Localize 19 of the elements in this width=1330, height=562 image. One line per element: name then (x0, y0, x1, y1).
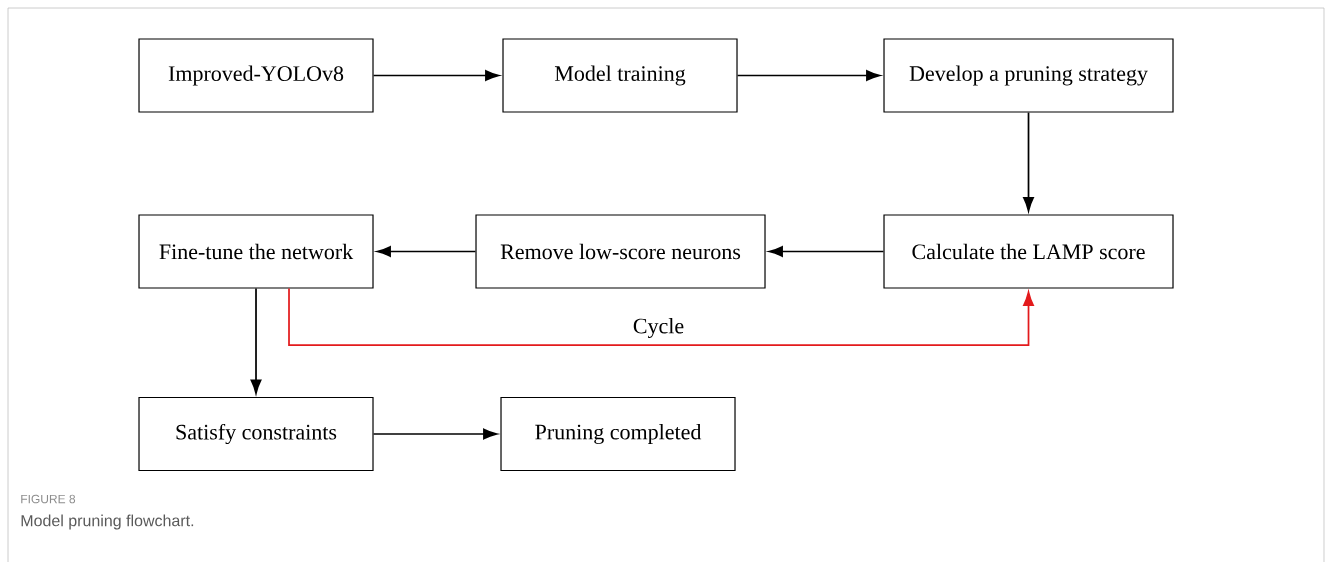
arrow (376, 246, 477, 257)
arrow (736, 70, 881, 81)
edge-label: Cycle (631, 316, 686, 340)
arrow (372, 70, 500, 81)
process-box: Pruning completed (500, 396, 736, 472)
figure-number: FIGURE 8 (21, 494, 76, 504)
process-box: Calculate the LAMP score (883, 214, 1174, 289)
arrow (1023, 111, 1034, 212)
process-box: Fine-tune the network (138, 214, 374, 289)
arrow (288, 287, 1034, 346)
process-box: Satisfy constraints (138, 396, 374, 472)
process-box: Develop a pruning strategy (883, 38, 1174, 113)
caption: Model pruning flowchart. (21, 514, 194, 530)
arrow (372, 428, 498, 440)
process-box: Model training (502, 38, 738, 113)
process-box: Remove low-score neurons (475, 214, 766, 289)
arrow (768, 246, 885, 257)
arrow (250, 287, 262, 394)
process-box: Improved-YOLOv8 (138, 38, 374, 113)
